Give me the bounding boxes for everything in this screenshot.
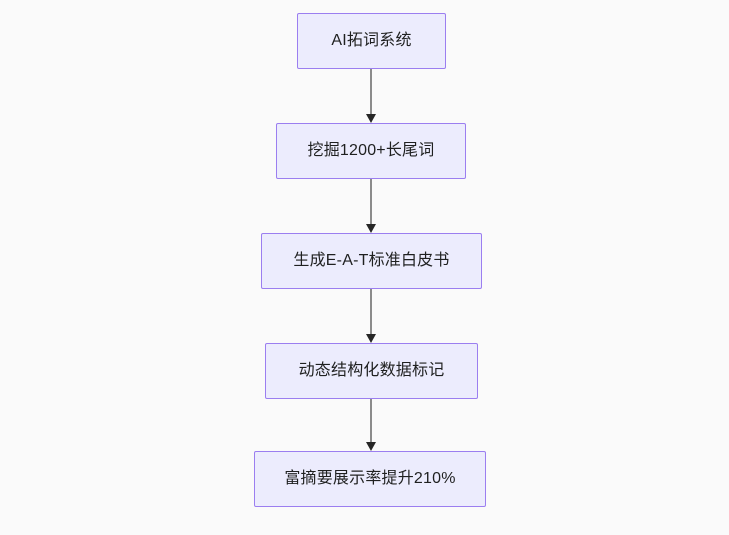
flow-node-rich-snippet-rate-increase[interactable]: 富摘要展示率提升210% xyxy=(254,451,486,507)
flow-node-label: 挖掘1200+长尾词 xyxy=(307,142,435,160)
flow-node-ai-keyword-system[interactable]: AI拓词系统 xyxy=(297,13,446,69)
edge-line xyxy=(369,399,373,442)
flow-node-mine-longtail-keywords[interactable]: 挖掘1200+长尾词 xyxy=(276,123,466,179)
arrowhead-icon xyxy=(365,334,376,343)
arrowhead-icon xyxy=(365,442,376,451)
flow-node-label: 富摘要展示率提升210% xyxy=(284,470,456,488)
flow-node-label: 动态结构化数据标记 xyxy=(298,362,445,380)
flow-node-generate-eat-whitepaper[interactable]: 生成E-A-T标准白皮书 xyxy=(261,233,482,289)
flow-node-dynamic-structured-data-markup[interactable]: 动态结构化数据标记 xyxy=(265,343,478,399)
arrowhead-icon xyxy=(365,114,376,123)
edge-line xyxy=(369,289,373,334)
edge-line xyxy=(369,69,373,114)
flow-node-label: AI拓词系统 xyxy=(331,32,412,50)
flow-node-label: 生成E-A-T标准白皮书 xyxy=(293,252,450,270)
edge-line xyxy=(369,179,373,224)
arrowhead-icon xyxy=(365,224,376,233)
